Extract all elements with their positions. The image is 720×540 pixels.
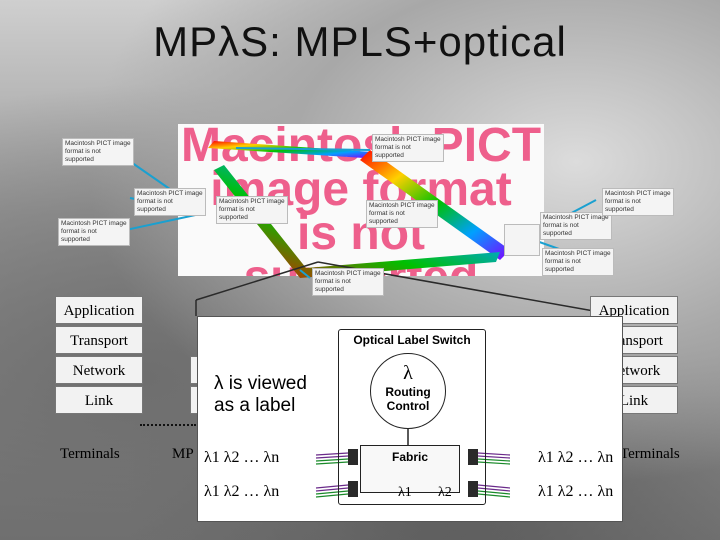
layer-network: Network: [55, 356, 143, 384]
fabric-input-lambda: λ1: [398, 485, 412, 500]
routing-control: λ Routing Control: [370, 353, 446, 429]
pict-placeholder-small: Macintosh PICT image format is not suppo…: [58, 218, 130, 246]
rainbow-link-bottom: [214, 165, 500, 278]
pict-placeholder-small: Macintosh PICT image format is not suppo…: [312, 268, 384, 296]
fabric-output-lambda: λ2: [438, 485, 452, 500]
routing-line-1: Routing: [385, 385, 431, 399]
input-wavelengths-top: λ1 λ2 … λn: [204, 449, 280, 466]
input-wavelengths-bottom: λ1 λ2 … λn: [204, 483, 280, 500]
pict-placeholder-small: Macintosh PICT image format is not suppo…: [540, 212, 612, 240]
layer-transport: Transport: [55, 326, 143, 354]
fabric-label: Fabric: [391, 450, 428, 464]
layer-application: Application: [55, 296, 143, 324]
switch-fabric: Fabric: [360, 445, 460, 493]
slide-title: MPλS: MPLS+optical: [153, 18, 567, 65]
pict-placeholder-small: Macintosh PICT image format is not suppo…: [62, 138, 134, 166]
pict-placeholder-small: Macintosh PICT image format is not suppo…: [366, 200, 438, 228]
output-wavelengths-bottom: λ1 λ2 … λn: [538, 483, 614, 500]
dotted-connector: [140, 424, 196, 426]
pict-placeholder-small: Macintosh PICT image format is not suppo…: [602, 188, 674, 216]
note-line-1: λ is viewed: [214, 373, 307, 394]
pict-placeholder-small: Macintosh PICT image format is not suppo…: [372, 134, 444, 162]
pict-placeholder-small: Macintosh PICT image format is not suppo…: [542, 248, 614, 276]
layer-link: Link: [55, 386, 143, 414]
switch-enclosure: [338, 329, 486, 505]
routing-line-2: Control: [386, 399, 430, 413]
pict-placeholder-small: Macintosh PICT image format is not suppo…: [216, 196, 288, 224]
right-terminals-caption: Terminals: [620, 446, 680, 462]
lambda-label-note: λ is viewed as a label: [214, 373, 307, 417]
switch-title: Optical Label Switch: [353, 333, 471, 347]
optical-label-switch-inset: λ is viewed as a label Optical Label Swi…: [197, 316, 623, 522]
pict-placeholder-small: [504, 224, 540, 256]
output-wavelengths-top: λ1 λ2 … λn: [538, 449, 614, 466]
note-line-2: as a label: [214, 395, 296, 416]
routing-lambda: λ: [403, 362, 413, 384]
left-terminals-caption: Terminals: [60, 446, 120, 462]
pict-placeholder-small: Macintosh PICT image format is not suppo…: [134, 188, 206, 216]
middle-caption: MP: [172, 446, 194, 462]
left-protocol-stack: Application Transport Network Link: [55, 296, 143, 416]
